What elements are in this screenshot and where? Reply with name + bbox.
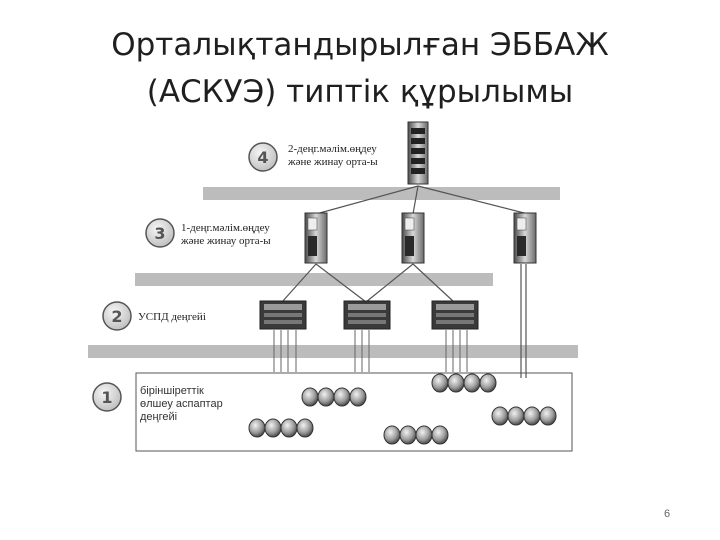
level-2-circle: 2: [102, 301, 132, 331]
server-icon: [304, 212, 328, 264]
level-3-bar: [135, 273, 493, 286]
level-4-label: 2-деңг.мәлім.өңдеу және жинау орта-ы: [288, 143, 378, 168]
uspd-device-icon: [431, 300, 479, 330]
meter-group: [248, 418, 314, 438]
title-line-1: Орталықтандырылған ЭББАЖ: [111, 27, 609, 63]
level-2-bar: [88, 345, 578, 358]
uspd-device-icon: [343, 300, 391, 330]
level-3-number: 3: [154, 224, 165, 243]
meter-group: [301, 387, 367, 407]
level-1-number: 1: [101, 388, 112, 407]
level-3-circle: 3: [145, 218, 175, 248]
server-icon: [401, 212, 425, 264]
meter-group: [491, 406, 557, 426]
level-1-circle: 1: [92, 382, 122, 412]
level-4-circle: 4: [248, 142, 278, 172]
meter-group: [431, 373, 497, 393]
level-4-number: 4: [257, 148, 268, 167]
level-1-label: біріншіреттік өлшеу аспаптар деңгейі: [140, 385, 223, 423]
page-number: 6: [664, 508, 671, 520]
network-links: [281, 185, 529, 378]
server-icon: [513, 212, 537, 264]
uspd-device-icon: [259, 300, 307, 330]
slide-title: Орталықтандырылған ЭББАЖ (АСКУЭ) типтік …: [60, 22, 660, 116]
meter-group: [383, 425, 449, 445]
level-4-bar: [203, 187, 560, 200]
level-2-number: 2: [111, 307, 122, 326]
meter-wiring: [273, 330, 468, 372]
level-2-label: УСПД деңгейі: [138, 311, 206, 323]
level-3-label: 1-деңг.мәлім.өңдеу және жинау орта-ы: [181, 222, 271, 247]
title-line-2: (АСКУЭ) типтік құрылымы: [146, 74, 574, 110]
central-server-icon: [407, 121, 429, 185]
